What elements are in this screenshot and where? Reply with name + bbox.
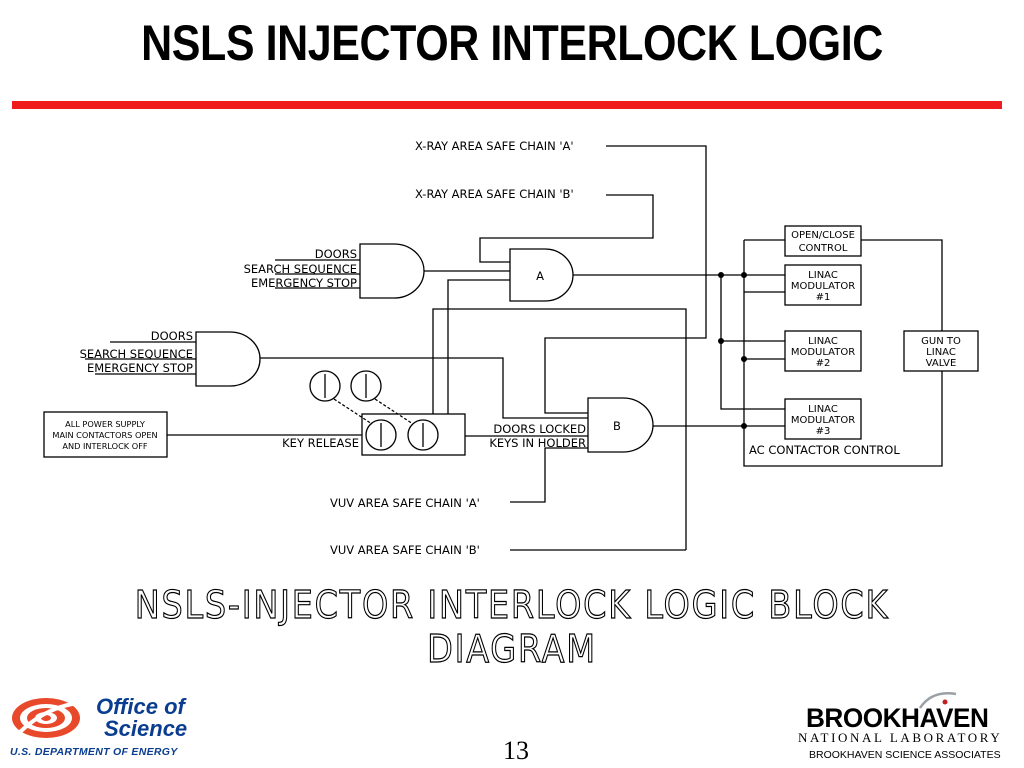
gate1-input-doors: DOORS — [315, 247, 357, 261]
gate1-input-search-sequence: SEARCH SEQUENCE — [244, 262, 357, 276]
page-number: 13 — [503, 736, 529, 765]
mod3-line3: #3 — [816, 426, 831, 437]
brookhaven-associates: BROOKHAVEN SCIENCE ASSOCIATES — [809, 749, 1001, 761]
office-of-science-line2: Science — [104, 716, 188, 741]
and-gate-a — [509, 248, 574, 302]
gun-valve-line1: GUN TO — [921, 336, 961, 347]
and-gate-1 — [359, 243, 425, 299]
mod1-line3: #1 — [816, 292, 831, 303]
gate1-input-emergency-stop: EMERGENCY STOP — [251, 276, 357, 290]
mod3-line1: LINAC — [808, 404, 838, 415]
mod2-line1: LINAC — [808, 336, 838, 347]
label-xray-chain-b: X-RAY AREA SAFE CHAIN 'B' — [415, 187, 574, 201]
mod1-line1: LINAC — [808, 270, 838, 281]
gate2-input-doors: DOORS — [151, 329, 193, 343]
gun-valve-line2: LINAC — [926, 347, 956, 358]
and-gate-b — [587, 397, 654, 453]
label-doors-locked: DOORS LOCKED — [493, 422, 586, 436]
key-2-link — [374, 398, 414, 425]
label-ac-contactor-control: AC CONTACTOR CONTROL — [749, 443, 900, 457]
gate-a-label: A — [536, 269, 544, 283]
linac-modulator-1-box — [784, 264, 862, 306]
label-key-release: KEY RELEASE — [282, 436, 359, 450]
open-close-control-box — [784, 225, 862, 257]
junction-dot-4 — [741, 356, 747, 362]
gate2-input-emergency-stop: EMERGENCY STOP — [87, 361, 193, 375]
open-close-line2: CONTROL — [799, 243, 848, 254]
wire-xray-b — [479, 194, 654, 263]
and-gate-2 — [195, 331, 261, 387]
junction-dot-1 — [718, 272, 724, 278]
label-vuv-chain-a: VUV AREA SAFE CHAIN 'A' — [330, 496, 480, 510]
power-box-line3: AND INTERLOCK OFF — [62, 441, 148, 451]
power-box-line1: ALL POWER SUPPLY — [65, 419, 146, 429]
label-vuv-chain-b: VUV AREA SAFE CHAIN 'B' — [330, 543, 480, 557]
open-close-line1: OPEN/CLOSE — [791, 230, 855, 241]
wire-key-to-a — [447, 279, 510, 414]
wire-g2-out — [260, 357, 588, 419]
mod3-line2: MODULATOR — [791, 415, 855, 426]
mod1-line2: MODULATOR — [791, 281, 855, 292]
office-of-science-line1: Office of — [96, 694, 185, 719]
wire-vuv-a — [510, 447, 588, 503]
label-xray-chain-a: X-RAY AREA SAFE CHAIN 'A' — [415, 139, 574, 153]
gate-b-label: B — [613, 419, 621, 433]
wire-vuv-b-loop — [432, 308, 687, 550]
power-box-line2: MAIN CONTACTORS OPEN — [52, 430, 157, 440]
brookhaven-subtitle: NATIONAL LABORATORY — [798, 730, 1003, 745]
slide-title: NSLS INJECTOR INTERLOCK LOGIC — [141, 15, 883, 71]
diagram-caption: NSLS-INJECTOR INTERLOCK LOGIC BLOCK DIAG… — [134, 582, 890, 671]
junction-dot-3 — [718, 338, 724, 344]
key-1-link — [333, 398, 373, 425]
brookhaven-logo: BROOKHAVEN — [806, 703, 989, 733]
title-rule — [12, 101, 1002, 109]
wire-a-bus — [720, 275, 785, 410]
gun-valve-box — [903, 330, 979, 372]
wire-xray-a — [544, 145, 707, 414]
junction-dot-2 — [741, 272, 747, 278]
office-of-science-logo — [12, 698, 89, 738]
doe-label: U.S. DEPARTMENT OF ENERGY — [10, 746, 178, 758]
linac-modulator-2-box — [784, 330, 862, 372]
brookhaven-swoosh-icon — [918, 692, 957, 709]
gate2-input-search-sequence: SEARCH SEQUENCE — [80, 347, 193, 361]
mod2-line2: MODULATOR — [791, 347, 855, 358]
wire-ac-loop — [743, 239, 943, 467]
mod2-line3: #2 — [816, 358, 831, 369]
gun-valve-line3: VALVE — [926, 358, 957, 369]
power-supply-box — [43, 411, 168, 458]
label-keys-in-holder: KEYS IN HOLDER — [489, 436, 586, 450]
linac-modulator-3-box — [784, 398, 862, 440]
